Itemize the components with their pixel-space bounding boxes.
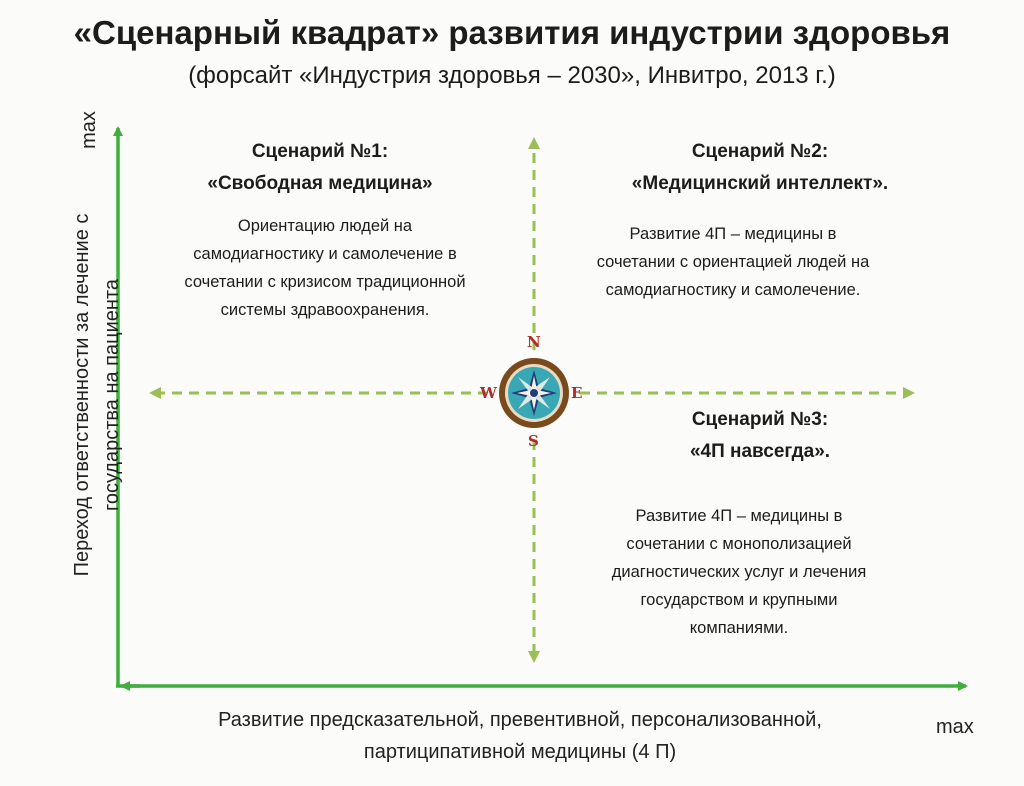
y-axis-label: Переход ответственности за лечение с гос… [71,213,123,577]
scenario-1-description: Ориентацию людей на самодиагностику и са… [184,217,466,319]
compass-s-label: S [528,432,539,450]
diagram-title: «Сценарный квадрат» развития индустрии з… [73,14,951,51]
compass-rose-icon [499,358,569,428]
diagram-subtitle: (форсайт «Индустрия здоровья – 2030», Ин… [188,62,836,89]
x-axis-label: Развитие предсказательной, превентивной,… [218,709,822,763]
scenario-2-description: Развитие 4П – медицины в сочетании с ори… [596,225,870,299]
y-axis-max-label: max [78,111,100,149]
scenario-2-title-line2: «Медицинский интеллект». [631,173,889,194]
scenario-3-description: Развитие 4П – медицины в сочетании с мон… [611,507,867,637]
compass-n-label: N [527,333,541,351]
scenario-3-title-line1: Сценарий №3: [691,409,829,430]
scenario-1-title-line2: «Свободная медицина» [207,173,433,194]
scenario-1-title: Сценарий №1: «Свободная медицина» [150,136,490,200]
compass-e-label: E [571,384,583,402]
scenario-1-title-line1: Сценарий №1: [251,141,389,162]
scenario-2-title-line1: Сценарий №2: [691,141,829,162]
scenario-3-title-line2: «4П навсегда». [689,441,831,462]
scenario-3-title: Сценарий №3: «4П навсегда». [600,404,920,468]
compass-w-label: W [480,384,497,402]
x-axis-max-label: max [936,716,974,738]
scenario-2-title: Сценарий №2: «Медицинский интеллект». [575,136,945,200]
